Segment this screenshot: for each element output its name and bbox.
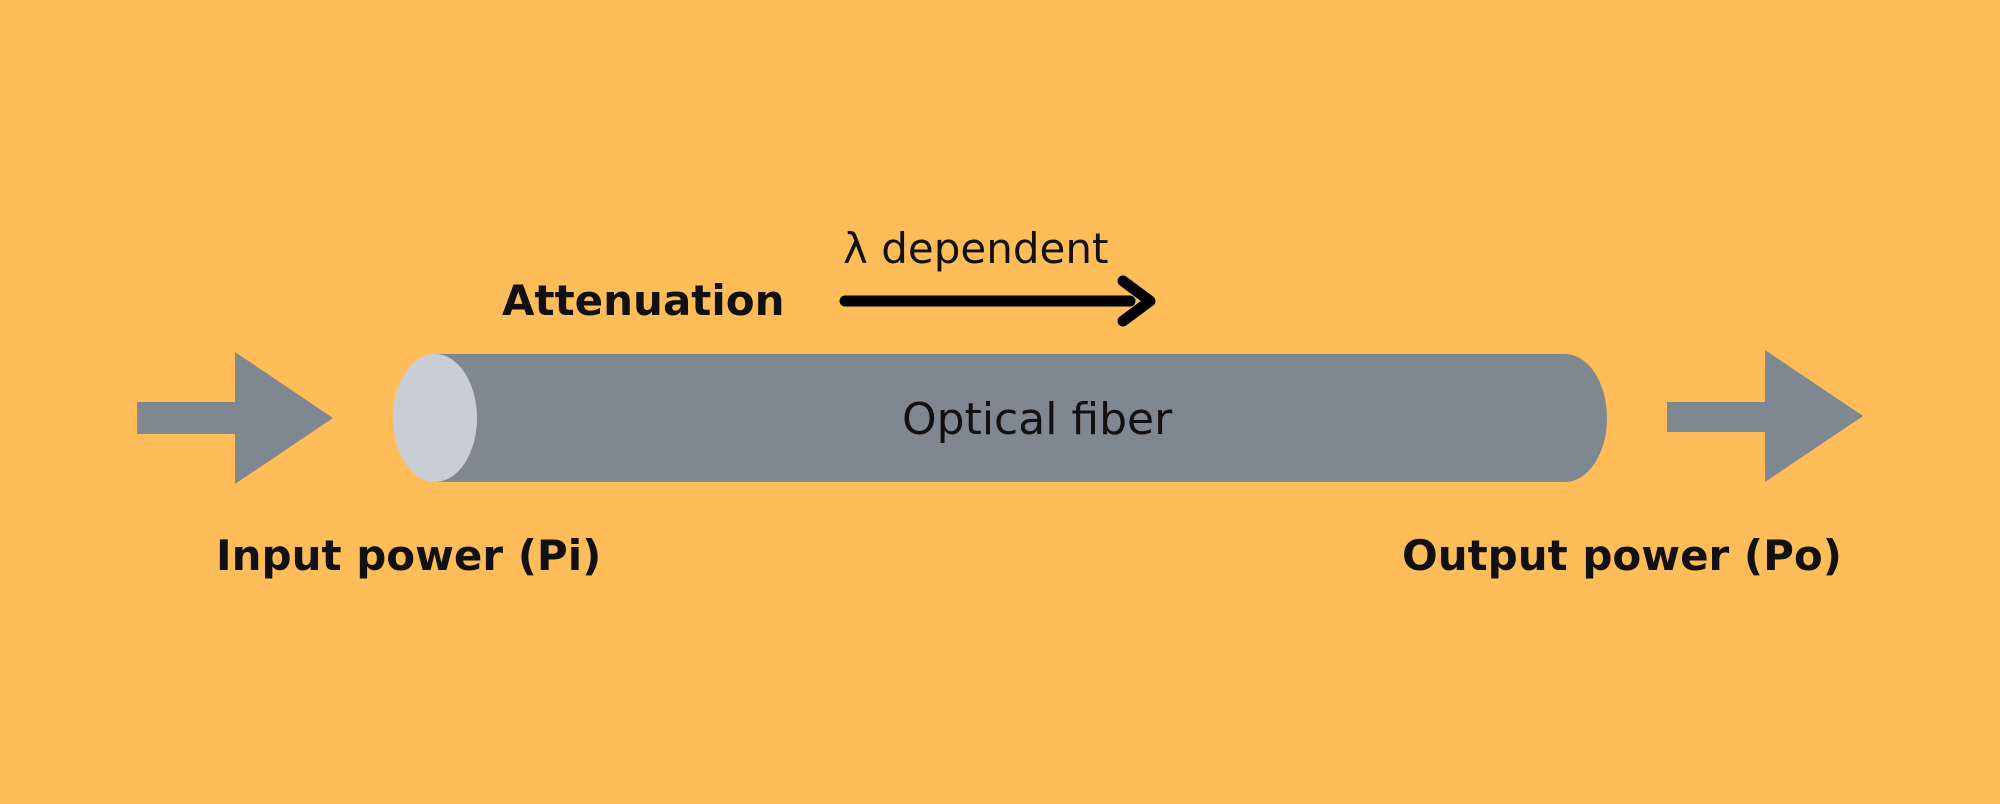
attenuation-label: Attenuation (502, 276, 785, 325)
lambda-dependent-arrow-icon (839, 275, 1156, 327)
input-arrow-icon (137, 352, 333, 484)
optical-fiber-end-face (393, 354, 477, 482)
optical-fiber-label: Optical fiber (902, 394, 1173, 445)
output-power-label: Output power (Po) (1402, 531, 1842, 580)
output-arrow-icon (1667, 350, 1863, 482)
optical-fiber-body (435, 354, 1607, 482)
lambda-dependent-label: λ dependent (843, 224, 1109, 273)
input-power-label: Input power (Pi) (216, 531, 602, 580)
